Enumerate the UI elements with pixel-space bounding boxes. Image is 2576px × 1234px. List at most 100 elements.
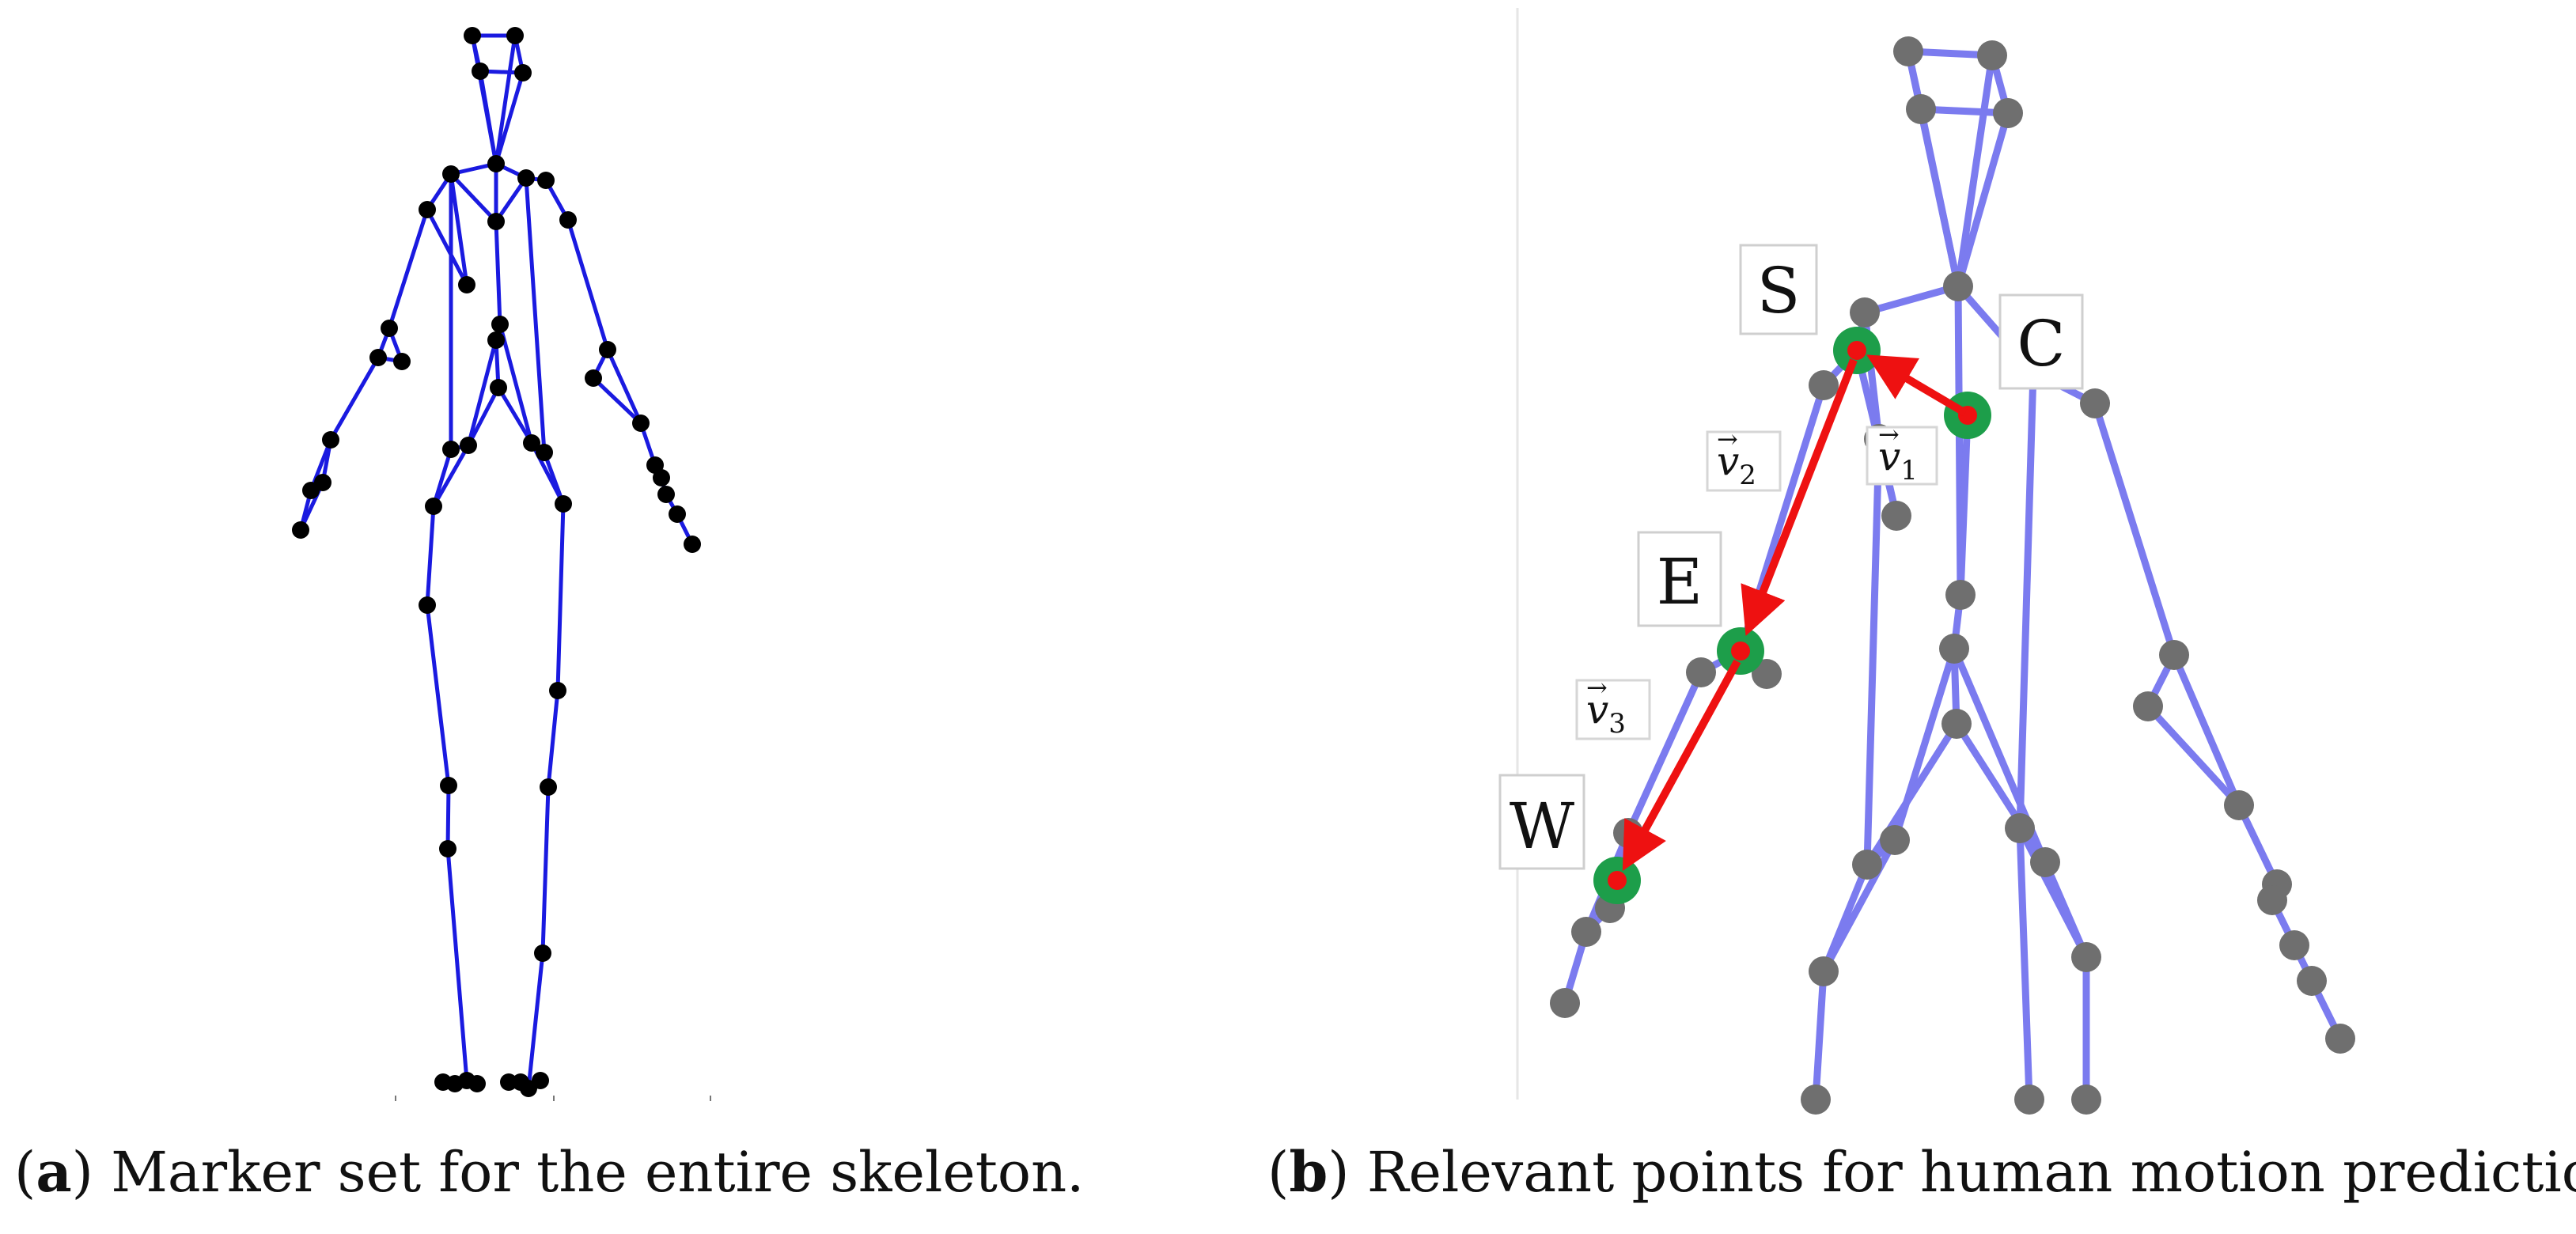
panel-a-bone: [566, 218, 610, 352]
vector-v1-arrow: [1866, 354, 1968, 417]
panel-a-marker: [425, 498, 442, 515]
panel-b-bone: [2016, 824, 2090, 961]
label-elbow: E: [1637, 531, 1722, 627]
panel-a-bone: [555, 502, 566, 693]
panel-b-bone: [1954, 109, 2012, 290]
label-elbow-text: E: [1657, 545, 1703, 619]
panel-a-bone: [546, 688, 560, 789]
panel-a-markers: [292, 27, 701, 1097]
panel-b-marker: [1850, 297, 1880, 327]
panel-b-marker: [1809, 370, 1839, 400]
label-shoulder-text: S: [1757, 254, 1801, 327]
panel-b-bone: [1957, 411, 1972, 599]
panel-a-marker: [440, 777, 457, 794]
joint-wrist-highlight: [1593, 857, 1641, 904]
vector-v3-arrow-glyph: →: [1586, 672, 1608, 702]
panel-a-marker: [555, 495, 572, 513]
panel-b-marker: [1801, 1084, 1831, 1115]
panel-a-marker: [487, 331, 505, 349]
panel-a-marker: [599, 341, 616, 358]
panel-a-marker: [487, 213, 505, 230]
panel-a-marker: [536, 444, 553, 461]
panel-a-bone: [540, 785, 551, 956]
panel-a-marker: [419, 596, 436, 614]
label-vector-v2: v2 →: [1706, 424, 1782, 492]
panel-a-marker: [540, 778, 557, 796]
panel-b-marker: [2325, 1024, 2355, 1054]
panel-a-bone: [494, 176, 528, 224]
panel-a-bone: [328, 355, 381, 442]
svg-text:v2: v2: [1717, 438, 1756, 491]
panel-b-marker: [1893, 36, 1923, 66]
panel-a-marker: [559, 211, 577, 229]
panel-b-marker: [1880, 825, 1910, 855]
panel-a-bone: [431, 443, 471, 509]
panel-a-marker: [468, 1075, 486, 1092]
panel-a-marker: [292, 521, 309, 539]
panel-b-marker: [2297, 966, 2327, 996]
panel-b-marker: [1571, 917, 1601, 947]
panel-a-marker: [442, 441, 460, 458]
panel-a-bones: [298, 33, 695, 1091]
panel-a-marker: [517, 169, 535, 187]
panel-b-marker: [2014, 1084, 2044, 1115]
panel-b-marker: [1941, 709, 1972, 739]
panel-b-bone: [2170, 651, 2243, 809]
label-vector-v3: v3 →: [1575, 672, 1651, 740]
panel-a-marker: [302, 482, 320, 499]
caption-b: (b) Relevant points for human motion pre…: [1267, 1139, 2576, 1205]
panel-a-bone: [449, 172, 498, 224]
panel-a-marker: [653, 469, 670, 486]
panel-a-bone: [605, 347, 643, 426]
svg-text:v3: v3: [1586, 687, 1626, 740]
panel-b-bone: [1861, 282, 1962, 316]
panel-a-marker: [439, 840, 456, 857]
panel-b-marker: [2133, 691, 2163, 721]
panel-a-marker: [534, 944, 551, 962]
panel-a-marker: [537, 172, 555, 189]
panel-b-marker: [1977, 40, 2007, 70]
panel-a-marker: [514, 64, 532, 81]
panel-b-marker: [1906, 94, 1936, 124]
vector-v2-subscript: 2: [1739, 460, 1756, 491]
panel-a-marker: [381, 320, 398, 337]
panel-a-marker: [506, 27, 524, 44]
panel-a-marker: [549, 682, 566, 699]
caption-b-text: Relevant points for human motion predict…: [1349, 1140, 2576, 1205]
panel-a-marker: [669, 505, 686, 523]
panel-a-bone: [494, 219, 502, 327]
panel-a-marker: [523, 434, 540, 452]
vector-v3-arrow: [1622, 659, 1741, 872]
panel-b-marker: [1686, 657, 1716, 687]
joint-elbow-highlight: [1717, 627, 1764, 675]
vector-v2-arrow: [1741, 358, 1858, 636]
panel-b-marker: [2005, 813, 2035, 843]
panel-b-bone: [2144, 702, 2243, 809]
caption-a-letter: a: [36, 1139, 72, 1205]
panel-b-marker: [1752, 659, 1782, 689]
label-shoulder: S: [1739, 244, 1818, 335]
panel-a-bone: [494, 33, 517, 166]
panel-b-marker: [1939, 634, 1969, 664]
panel-a-marker: [393, 353, 411, 370]
panel-a-bone: [494, 70, 525, 166]
panel-a-marker: [369, 349, 387, 366]
panel-b-marker: [2159, 640, 2189, 670]
panel-a-marker: [632, 414, 650, 432]
panel-b-bone: [1820, 836, 1899, 975]
panel-a-marker: [657, 486, 675, 503]
panel-b-marker: [1809, 956, 1839, 986]
vector-v1-arrow-glyph: →: [1878, 419, 1900, 449]
label-center-text: C: [2017, 307, 2065, 380]
panel-b-bone: [2016, 824, 2033, 1103]
panel-b-marker: [2030, 847, 2060, 877]
panel-b-marker: [1993, 98, 2023, 128]
vector-v2-arrow-glyph: →: [1717, 424, 1738, 454]
panel-b-bone: [1917, 105, 1962, 290]
panel-b-bone: [2016, 368, 2037, 832]
vector-v1-subscript: 1: [1900, 455, 1918, 486]
panel-a-bone: [445, 783, 451, 851]
panel-b-marker: [2224, 790, 2254, 820]
panel-a-bone: [526, 951, 545, 1091]
vector-v2-symbol: v: [1717, 438, 1739, 484]
